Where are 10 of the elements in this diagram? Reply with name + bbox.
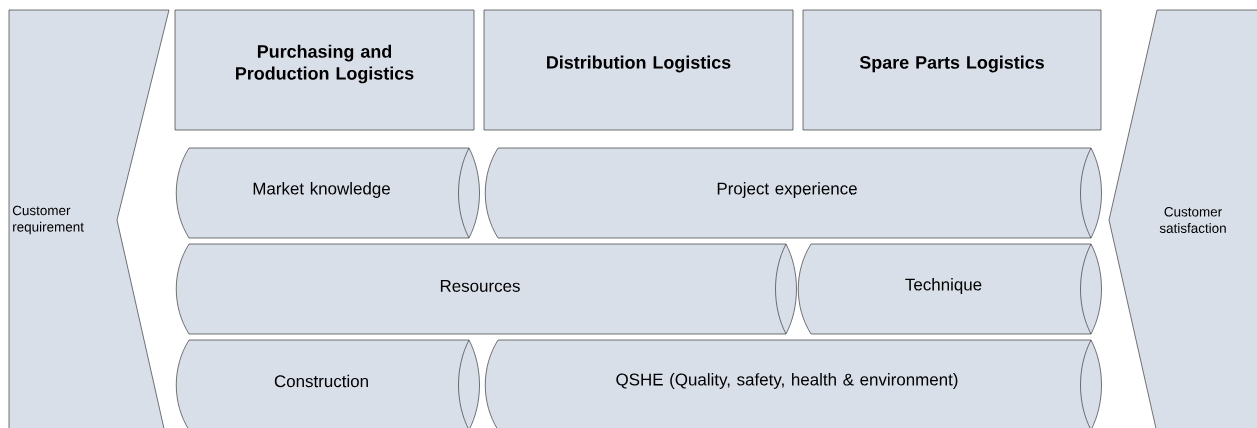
category-box: Distribution Logistics [483, 9, 794, 131]
chevron-banner: Customer satisfaction [1108, 9, 1257, 428]
cylinder-bar: Market knowledge [175, 147, 480, 239]
category-box: Spare Parts Logistics [802, 9, 1102, 131]
cylinder-bar: Construction [175, 339, 480, 428]
chevron-banner: Customer requirement [8, 9, 170, 428]
cylinder-bar: Technique [797, 243, 1102, 335]
cylinder-bar: Project experience [484, 147, 1102, 239]
cylinder-bar: QSHE (Quality, safety, health & environment) [484, 339, 1102, 428]
category-box: Purchasing and Production Logistics [174, 9, 475, 131]
